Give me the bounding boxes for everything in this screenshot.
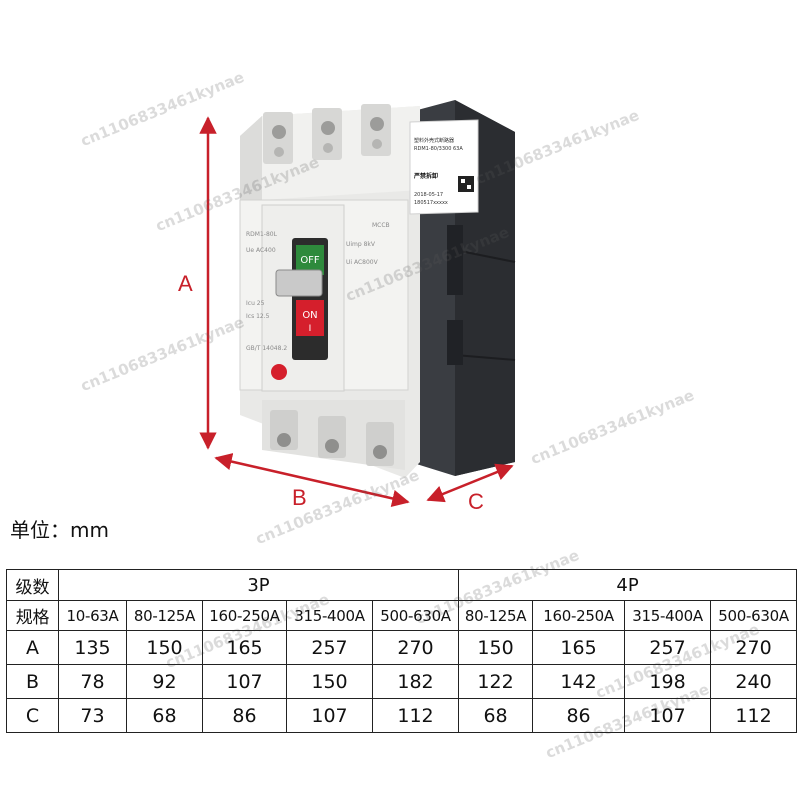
front-uimp-text: Uimp 8kV [346, 241, 376, 248]
poles-header: 级数 [6, 569, 59, 601]
breaker-front-body [239, 104, 420, 478]
spec-cell: 80-125A [126, 600, 203, 631]
front-icu-text: Icu 25 [246, 300, 265, 307]
value-cell: 112 [371, 698, 460, 733]
dimension-c-arrow [426, 463, 514, 503]
spec-cell: 315-400A [624, 600, 712, 631]
qr-code-icon [458, 176, 474, 192]
front-ue-text: Ue AC400 [246, 247, 276, 254]
dimension-a-label: A [178, 271, 193, 296]
product-image: OFF ON I RDM1-80L MCCB Uimp 8kV Ui AC800… [178, 100, 516, 514]
value-cell: 112 [710, 698, 798, 733]
handle-on-label: ON [302, 310, 317, 321]
label-date: 2018-05-17 [414, 192, 443, 198]
spec-cell: 10-63A [58, 600, 127, 631]
spec-header: 规格 [6, 600, 59, 631]
dimension-c-label: C [468, 489, 484, 514]
value-cell: 142 [532, 664, 626, 699]
front-standard-text: GB/T 14048.2 [246, 345, 287, 352]
test-button [271, 364, 287, 380]
table-row-a: A 135 150 165 257 270 150 165 257 270 [6, 630, 798, 665]
table-row-c: C 73 68 86 107 112 68 86 107 112 [6, 698, 798, 733]
row-label: C [6, 698, 59, 733]
value-cell: 150 [458, 630, 534, 665]
value-cell: 107 [202, 664, 287, 699]
label-line1: 塑料外壳式断路器 [414, 137, 454, 144]
value-cell: 240 [710, 664, 798, 699]
spec-cell: 500-630A [371, 600, 460, 631]
label-serial: 180517xxxxx [414, 200, 448, 206]
value-cell: 135 [58, 630, 127, 665]
value-cell: 270 [371, 630, 460, 665]
label-line2: RDM1-80/3300 63A [414, 146, 463, 152]
value-cell: 68 [126, 698, 203, 733]
group-3p: 3P [57, 569, 460, 601]
handle-on-mark: I [309, 324, 312, 334]
product-label: 塑料外壳式断路器 RDM1-80/3300 63A 严禁拆卸 2018-05-1… [409, 119, 479, 215]
dimension-table: 级数 3P 4P 规格 10-63A 80-125A 160-250A 315-… [6, 569, 798, 733]
value-cell: 257 [286, 630, 373, 665]
value-cell: 182 [371, 664, 460, 699]
value-cell: 107 [624, 698, 712, 733]
label-warning: 严禁拆卸 [413, 172, 438, 180]
value-cell: 257 [624, 630, 712, 665]
dimension-b-label: B [292, 485, 307, 510]
spec-row: 规格 10-63A 80-125A 160-250A 315-400A 500-… [6, 600, 798, 631]
front-ics-text: Ics 12.5 [246, 313, 270, 320]
value-cell: 165 [532, 630, 626, 665]
group-4p: 4P [458, 569, 798, 601]
row-label: A [6, 630, 59, 665]
value-cell: 78 [58, 664, 127, 699]
value-cell: 86 [202, 698, 287, 733]
spec-cell: 80-125A [458, 600, 534, 631]
front-type-text: MCCB [372, 222, 390, 229]
value-cell: 86 [532, 698, 626, 733]
front-model-text: RDM1-80L [246, 231, 278, 238]
spec-cell: 500-630A [710, 600, 798, 631]
value-cell: 122 [458, 664, 534, 699]
value-cell: 165 [202, 630, 287, 665]
poles-row: 级数 3P 4P [6, 569, 798, 601]
dimension-arrows: A B C [178, 116, 514, 514]
row-label: B [6, 664, 59, 699]
value-cell: 73 [58, 698, 127, 733]
value-cell: 150 [286, 664, 373, 699]
value-cell: 92 [126, 664, 203, 699]
spec-cell: 160-250A [202, 600, 287, 631]
table-row-b: B 78 92 107 150 182 122 142 198 240 [6, 664, 798, 699]
unit-label: 单位：mm [10, 518, 109, 542]
value-cell: 68 [458, 698, 534, 733]
value-cell: 270 [710, 630, 798, 665]
dimension-b-arrow [214, 452, 410, 508]
handle-off-label: OFF [300, 255, 320, 266]
spec-cell: 315-400A [286, 600, 373, 631]
breaker-handle: OFF ON I [275, 238, 328, 360]
spec-cell: 160-250A [532, 600, 626, 631]
value-cell: 198 [624, 664, 712, 699]
value-cell: 107 [286, 698, 373, 733]
value-cell: 150 [126, 630, 203, 665]
front-ui-text: Ui AC800V [346, 259, 379, 266]
